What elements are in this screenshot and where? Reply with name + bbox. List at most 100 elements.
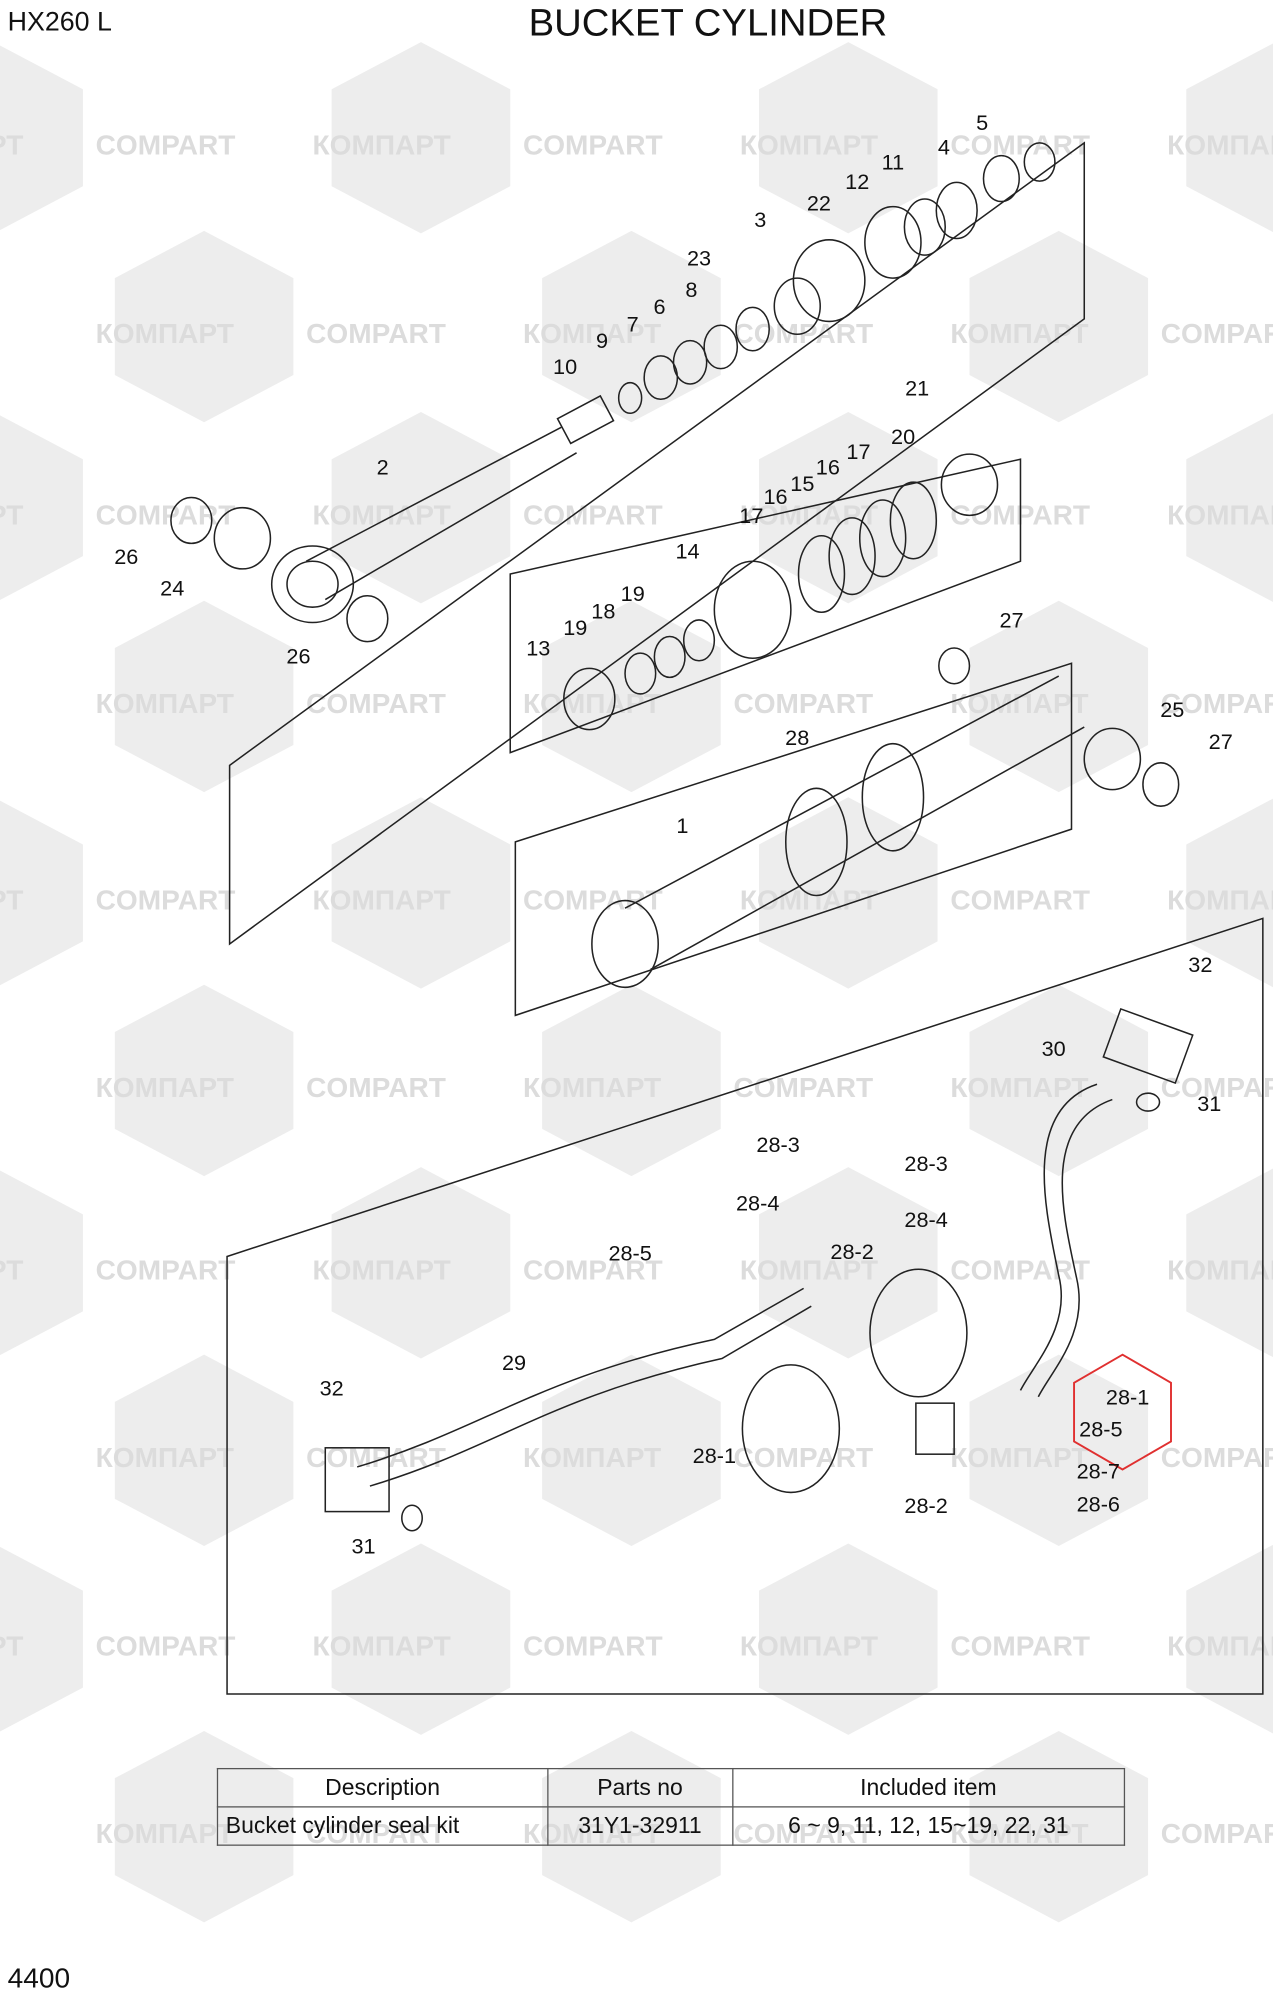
- page-title: BUCKET CYLINDER: [528, 2, 888, 45]
- watermark-hexagon: [1186, 413, 1273, 602]
- watermark-text: COMPART: [733, 688, 873, 719]
- watermark-hexagon: [542, 600, 721, 793]
- callout-label: 2: [376, 455, 389, 480]
- callout-label: 28-1: [1105, 1385, 1150, 1410]
- watermark-text: COMPART: [950, 885, 1090, 916]
- cell-included-item: 6 ~ 9, 11, 12, 15~19, 22, 31: [731, 1806, 1126, 1846]
- group-box-rod: [228, 141, 1086, 946]
- callout-label: 15: [790, 471, 815, 497]
- header-parts-no: Parts no: [546, 1767, 734, 1808]
- watermark-text: КОМПАРТ: [0, 499, 23, 530]
- callout-label: 28-4: [904, 1207, 948, 1233]
- watermark-hexagon: [969, 230, 1149, 423]
- watermark-text: КОМПАРТ: [0, 1254, 23, 1285]
- watermark-text: КОМПАРТ: [0, 885, 23, 916]
- watermark-hexagon: [114, 1354, 294, 1547]
- highlight-hexagon: [1073, 1353, 1172, 1471]
- watermark-text: COMPART: [523, 129, 663, 160]
- table-header-row: Description Parts no Included item: [216, 1767, 1126, 1808]
- group-box-tube: [514, 662, 1073, 1017]
- callout-label: 10: [553, 354, 578, 379]
- group-box-piston: [509, 458, 1022, 754]
- header-included-item: Included item: [731, 1767, 1126, 1808]
- watermark-text: COMPART: [733, 1442, 873, 1473]
- watermark-hexagon: [114, 600, 294, 793]
- watermark-text: COMPART: [523, 1631, 663, 1662]
- watermark-hexagon: [542, 1354, 721, 1547]
- callout-label: 26: [114, 544, 139, 569]
- watermark-text: COMPART: [950, 129, 1090, 160]
- callout-label: 28-5: [608, 1241, 652, 1266]
- watermark-hexagon: [758, 412, 938, 604]
- watermark-text: COMPART: [306, 1072, 446, 1103]
- watermark-text: КОМПАРТ: [523, 1072, 661, 1103]
- callout-label: 6: [653, 294, 666, 319]
- watermark-text: COMPART: [1161, 1818, 1273, 1849]
- watermark-text: КОМПАРТ: [740, 129, 878, 160]
- watermark-hexagon: [969, 1354, 1149, 1547]
- watermark-hexagon: [0, 45, 83, 231]
- callout-label: 32: [1188, 952, 1213, 978]
- model-name: HX260 L: [7, 7, 112, 37]
- watermark-text: COMPART: [1161, 1442, 1273, 1473]
- watermark-text: КОМПАРТ: [950, 1442, 1088, 1473]
- callout-label: 7: [626, 312, 639, 337]
- watermark-text: COMPART: [306, 688, 446, 719]
- callout-label: 28: [785, 725, 810, 751]
- callout-label: 28-3: [756, 1132, 800, 1157]
- watermark-text: КОМПАРТ: [950, 1072, 1088, 1103]
- callout-label: 29: [501, 1350, 527, 1376]
- callout-label: 28-2: [904, 1493, 948, 1518]
- watermark-text: КОМПАРТ: [96, 1442, 234, 1473]
- watermark-hexagon: [114, 984, 294, 1177]
- watermark-text: КОМПАРТ: [1167, 129, 1273, 160]
- callout-label: 27: [999, 608, 1024, 633]
- watermark-text: КОМПАРТ: [740, 1254, 878, 1285]
- watermark-text: КОМПАРТ: [313, 129, 451, 160]
- callout-label: 28-6: [1076, 1492, 1120, 1517]
- callout-label: 31: [1197, 1091, 1222, 1117]
- callout-label: 19: [563, 616, 588, 641]
- callout-label: 28-4: [736, 1191, 780, 1216]
- callout-label: 17: [846, 440, 871, 465]
- callout-label: 5: [976, 110, 989, 136]
- page-number: 4400: [7, 1961, 71, 1994]
- watermark-text: КОМПАРТ: [0, 1631, 23, 1662]
- watermark-hexagon: [0, 1546, 83, 1732]
- callout-label: 17: [739, 503, 764, 529]
- callout-label: 28-3: [904, 1151, 948, 1177]
- callout-label: 25: [1160, 697, 1185, 722]
- watermark-text: COMPART: [950, 1254, 1090, 1285]
- watermark-text: КОМПАРТ: [1167, 1631, 1273, 1662]
- watermark-text: КОМПАРТ: [96, 318, 234, 349]
- group-box-piping: [226, 917, 1264, 1695]
- watermark-text: COMPART: [96, 1254, 236, 1285]
- watermark-text: КОМПАРТ: [313, 1631, 451, 1662]
- callout-label: 16: [763, 484, 788, 509]
- watermark-text: КОМПАРТ: [523, 1442, 661, 1473]
- watermark-hexagon: [1186, 1544, 1273, 1734]
- watermark-hexagon: [969, 600, 1149, 793]
- callout-label: 9: [596, 329, 609, 354]
- diagram-drawing: [170, 141, 1264, 1695]
- watermark-text: COMPART: [306, 1442, 446, 1473]
- callout-label: 20: [891, 424, 916, 450]
- callout-label: 28-1: [692, 1443, 737, 1469]
- watermark-text: COMPART: [523, 499, 663, 530]
- callout-label: 4: [937, 135, 950, 160]
- header-description: Description: [216, 1767, 549, 1808]
- watermark-text: КОМПАРТ: [950, 688, 1088, 719]
- seal-kit-table: Description Parts no Included item Bucke…: [216, 1767, 1126, 1846]
- callout-label: 16: [815, 455, 840, 480]
- callout-label: 13: [526, 636, 551, 661]
- watermark-text: COMPART: [96, 129, 236, 160]
- watermark-hexagon: [0, 415, 83, 600]
- watermark-text: COMPART: [950, 1631, 1090, 1662]
- watermark-text: КОМПАРТ: [1167, 885, 1273, 916]
- watermark-hexagon: [969, 984, 1149, 1177]
- callout-label: 28-5: [1079, 1417, 1123, 1442]
- table-row: Bucket cylinder seal kit 31Y1-32911 6 ~ …: [216, 1806, 1126, 1846]
- watermark-text: COMPART: [96, 1631, 236, 1662]
- watermark-text: КОМПАРТ: [313, 885, 451, 916]
